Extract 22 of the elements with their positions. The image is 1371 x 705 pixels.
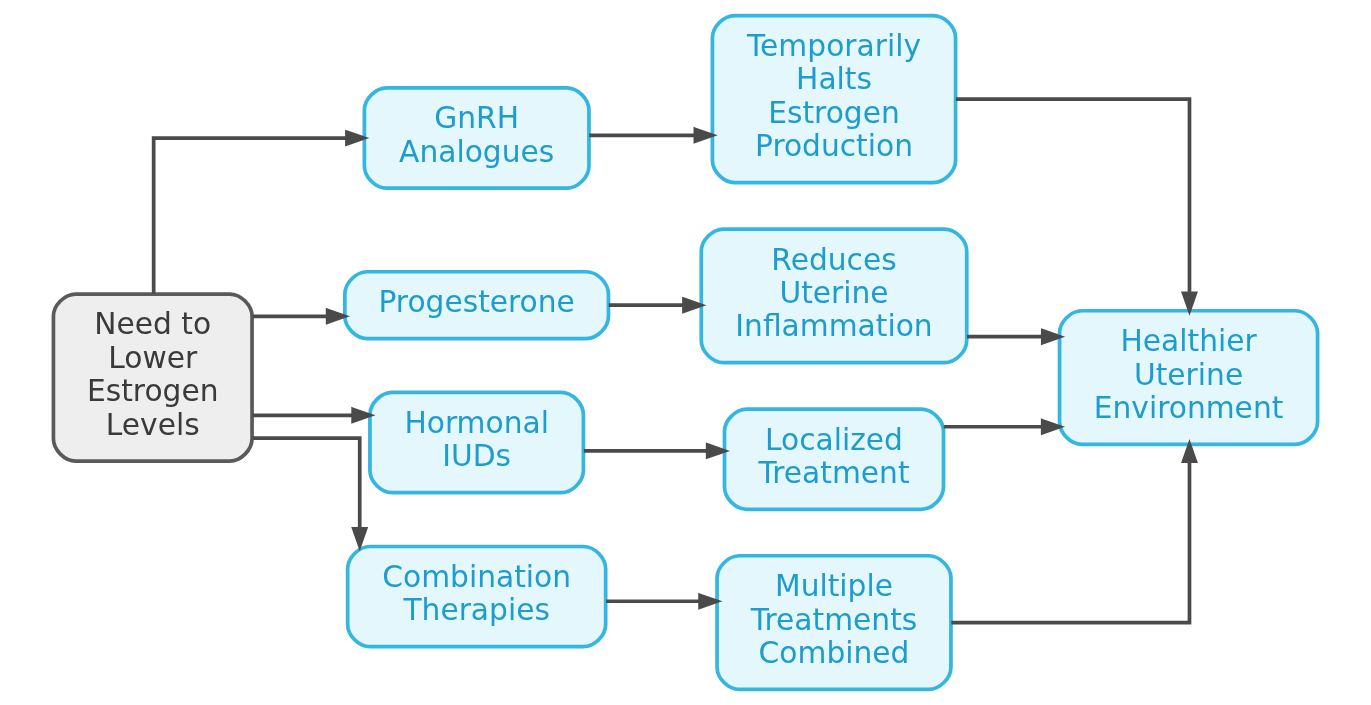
arrow: [606, 592, 723, 610]
arrow: [955, 97, 1198, 316]
node-box: Reduces Uterine Inflammation: [699, 227, 969, 365]
node-box: Need to Lower Estrogen Levels: [51, 292, 254, 463]
node-box: Temporarily Halts Estrogen Production: [710, 13, 958, 185]
arrow: [943, 418, 1066, 436]
node-box: Healthier Uterine Environment: [1057, 308, 1320, 447]
arrow: [967, 328, 1066, 346]
node-box: Multiple Treatments Combined: [715, 553, 953, 692]
arrow: [252, 436, 369, 552]
arrow: [608, 296, 707, 314]
node-box: Progesterone: [343, 269, 611, 341]
node-box: GnRH Analogues: [362, 86, 591, 191]
node-box: Combination Therapies: [345, 544, 608, 649]
arrow: [252, 406, 376, 424]
arrow: [589, 126, 718, 144]
node-box: Hormonal IUDs: [368, 390, 586, 495]
node-box: Localized Treatment: [722, 407, 946, 512]
arrow: [252, 307, 350, 325]
arrow: [151, 129, 370, 294]
arrow: [951, 438, 1198, 625]
arrow: [583, 442, 730, 460]
